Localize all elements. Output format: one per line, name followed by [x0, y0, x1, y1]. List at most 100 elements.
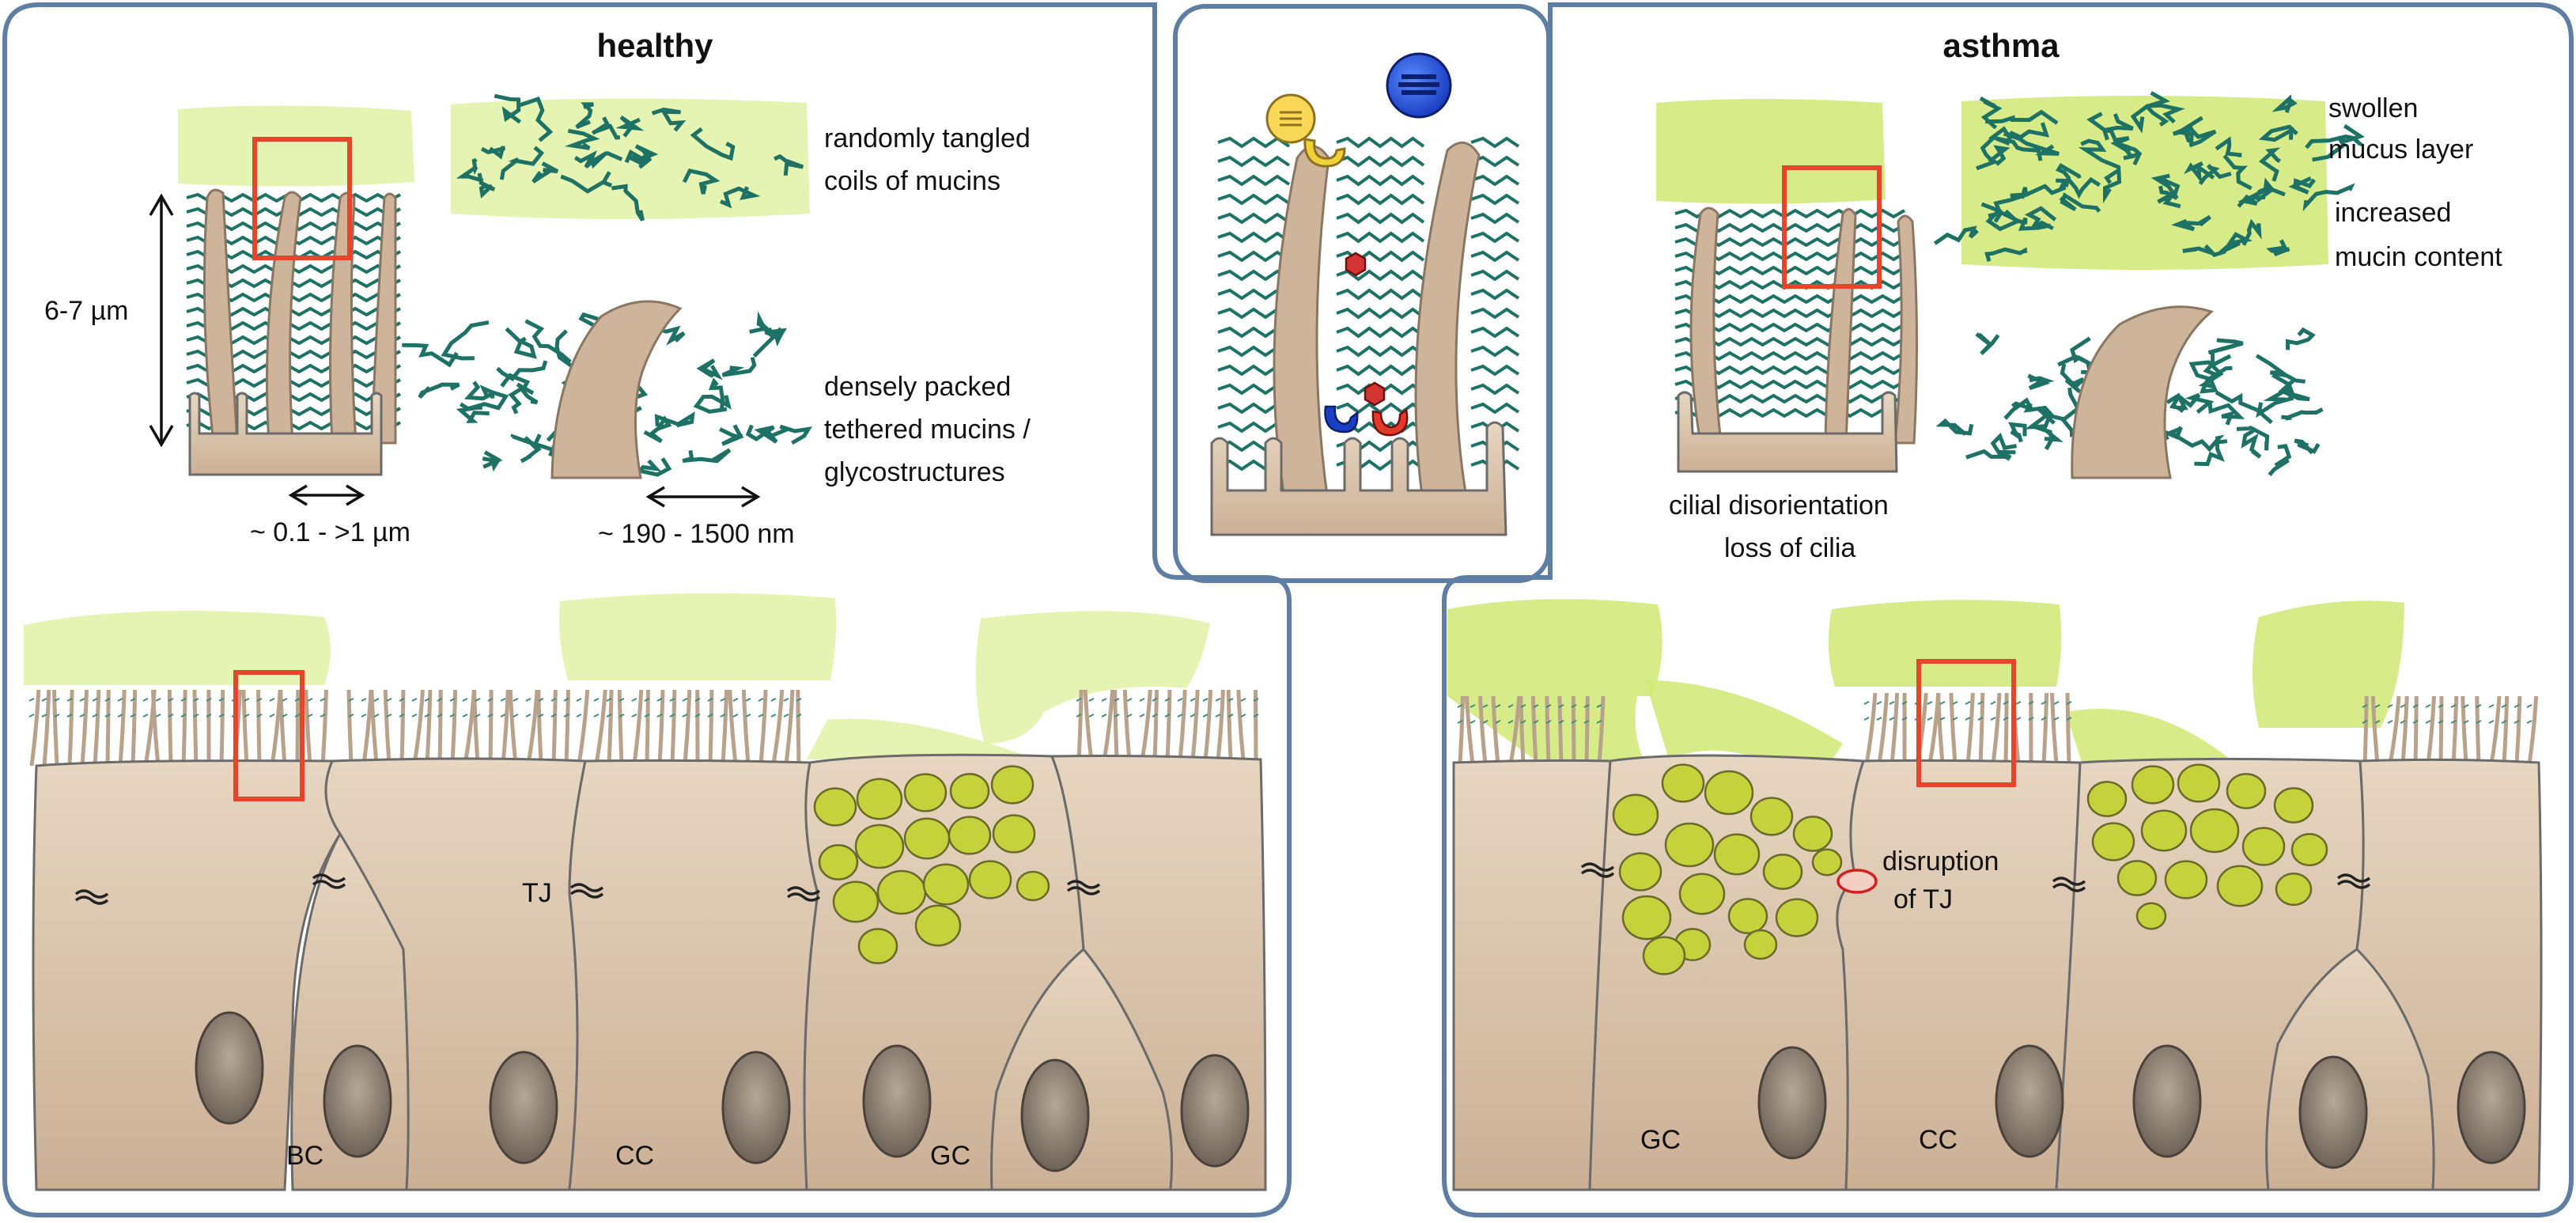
mucin-strand [441, 320, 490, 361]
cilium-strand [437, 689, 443, 765]
mucin-tick [180, 698, 187, 718]
mucin-tick [294, 698, 301, 718]
mucin-strand [2207, 338, 2244, 355]
cilium-strand [1978, 692, 1985, 765]
mucin-strand [693, 394, 732, 414]
cilium-strand [1530, 695, 1538, 765]
mucin-strand [2060, 363, 2085, 394]
mucin-strand [418, 382, 460, 399]
cilium-strand [2065, 692, 2071, 765]
mucin-tick [282, 698, 288, 718]
mucin-strand [480, 146, 505, 160]
mucin-tick [1863, 701, 1870, 721]
mucin-tick [2053, 701, 2060, 721]
disruption-label-2: of TJ [1893, 884, 1953, 914]
mucin-strand [770, 424, 812, 445]
cilium-strand [383, 689, 392, 765]
cilium-strand [295, 689, 301, 767]
mucin-granule [2135, 902, 2167, 930]
tethered-mucin [1336, 326, 1425, 339]
mucin-tick [2387, 704, 2393, 724]
mucin-granule [854, 824, 905, 869]
mucin-strand [2057, 336, 2094, 367]
cilium-strand [617, 689, 624, 765]
mucin-strand [2034, 425, 2063, 451]
mucin-strand [402, 343, 459, 368]
tethered-label-2: tethered mucins / [824, 415, 1031, 445]
mucin-granules [813, 765, 1050, 964]
mucin-tick [424, 698, 430, 718]
mucin-tick [193, 698, 199, 718]
mucin-strand [456, 157, 484, 183]
mucin-strand [2198, 164, 2232, 186]
mucin-tick [2066, 701, 2072, 721]
mucin-strand [1988, 187, 2029, 218]
mucin-strand [456, 405, 490, 423]
mucin-granule [1621, 895, 1672, 941]
mucin-tick [1190, 698, 1196, 718]
cilium-strand [2400, 695, 2409, 765]
cilium-strand [2475, 695, 2481, 765]
mucin-tick [538, 698, 544, 718]
mucin-granule [1661, 763, 1705, 803]
mucin-strand [774, 153, 804, 176]
asthma-title: asthma [1942, 27, 2060, 64]
cilium-strand [2514, 695, 2522, 765]
mucin-granule [1792, 816, 1833, 852]
mucin-tick [1876, 701, 1882, 721]
mucin-granule [857, 928, 898, 964]
mucin-strand [524, 319, 572, 364]
mucin-strand [615, 115, 645, 138]
mucin-strand [560, 171, 613, 194]
mucin-strand [591, 116, 621, 140]
cilium-strand [425, 689, 433, 765]
cilium-strand [2049, 692, 2059, 765]
cilium-strand [2438, 695, 2444, 765]
tethered-mucin [1336, 231, 1425, 244]
mucin-tick [644, 698, 650, 718]
cilium-strand [192, 689, 199, 767]
mucin-tick [550, 698, 557, 718]
mucin-granule [922, 863, 970, 906]
mucin-strand [2250, 177, 2275, 203]
tethered-mucin [1470, 193, 1520, 206]
increased-label-2: mucin content [2335, 242, 2502, 272]
mucin-tick [576, 698, 582, 718]
swollen-label-2: mucus layer [2328, 134, 2473, 165]
mucin-granule [818, 844, 859, 880]
mucin-strand [2236, 426, 2270, 451]
cilium-strand [796, 689, 801, 765]
mucin-granule [1775, 898, 1819, 937]
mucin-size-label: ~ 190 - 1500 nm [598, 519, 795, 549]
mucin-strand [745, 424, 778, 444]
mucin-strand [2009, 131, 2060, 156]
tangled-label-1: randomly tangled [824, 123, 1031, 153]
mucin-granule [903, 773, 948, 812]
mucin-tick [2400, 704, 2406, 724]
mucin-tick [206, 698, 212, 718]
cilium-strand [771, 689, 785, 765]
cilium-strand [2451, 695, 2459, 765]
mucin-tick [563, 698, 569, 718]
cilium-strand [564, 689, 570, 765]
mucin-tick [307, 698, 313, 718]
mucin-tick [2425, 704, 2431, 724]
mucin-tick [348, 698, 354, 718]
mucin-strand [651, 107, 687, 132]
tethered-mucin [1470, 212, 1520, 225]
mucin-strand [520, 434, 542, 464]
cilium-strand [1557, 695, 1564, 765]
tethered-mucin [1217, 269, 1291, 282]
mucin-strand [2203, 351, 2232, 377]
cilium-strand [1102, 689, 1115, 762]
mucin-strand [637, 457, 672, 477]
mucin-tick [1177, 698, 1183, 718]
mucin-tick [1114, 698, 1120, 718]
cilium-strand [1991, 692, 2002, 765]
mucin-granule [949, 773, 990, 809]
tethered-mucin [1336, 288, 1425, 301]
healthy-epithelium: TJ BC CC GC [24, 593, 1267, 1191]
mucin-tick [79, 698, 85, 718]
gc-label: GC [930, 1141, 970, 1171]
mucin-strand [519, 96, 554, 142]
